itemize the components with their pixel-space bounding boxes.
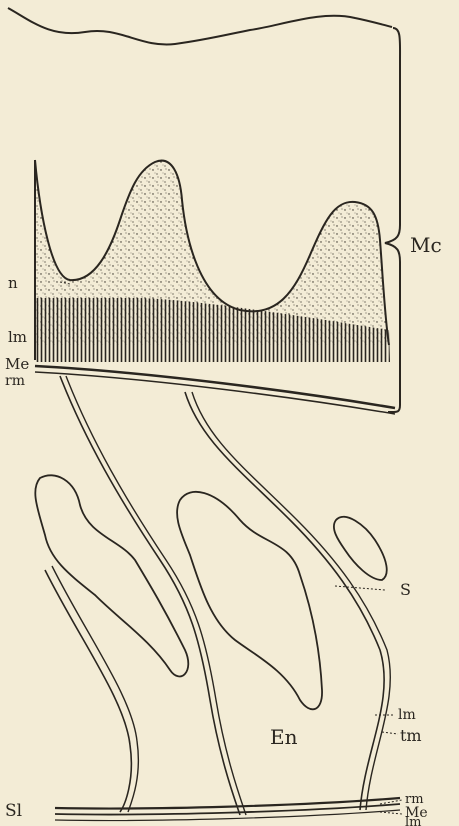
lumen-left: [35, 475, 188, 676]
label-lm-lower: lm: [405, 815, 422, 826]
label-lm-upper: lm: [8, 328, 27, 346]
label-si: Sl: [5, 801, 22, 821]
label-en: En: [270, 725, 298, 749]
label-tm: tm: [400, 726, 422, 745]
me-line-upper: [35, 366, 395, 408]
lumen-middle: [177, 492, 322, 709]
label-mc: Mc: [410, 233, 442, 257]
label-n: n: [8, 274, 18, 292]
top-wavy-border: [8, 8, 392, 44]
label-me-upper: Me: [5, 355, 29, 373]
label-s: S: [400, 580, 411, 599]
tube-c: [45, 570, 131, 812]
label-lm-mid: lm: [398, 707, 416, 723]
tube-c2: [52, 566, 138, 812]
rm-line-upper: [35, 372, 395, 414]
leader-tm: [382, 732, 398, 734]
leader-s: [335, 586, 385, 590]
label-rm-upper: rm: [5, 373, 25, 389]
leader-me-lower: [380, 812, 402, 814]
